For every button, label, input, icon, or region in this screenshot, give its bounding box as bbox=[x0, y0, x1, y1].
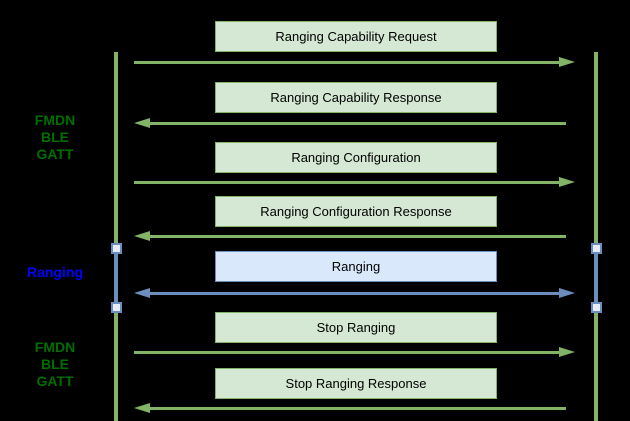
session-handle-left-start bbox=[110, 242, 122, 254]
ranging-session-bar-right bbox=[594, 248, 598, 307]
side-label-line: BLE bbox=[41, 129, 69, 145]
message-label: Stop Ranging bbox=[316, 320, 396, 335]
arrow-line bbox=[134, 60, 561, 64]
message-label: Ranging Configuration bbox=[291, 150, 421, 165]
message-arrow bbox=[134, 56, 575, 68]
arrow-line bbox=[148, 234, 566, 238]
message-arrow bbox=[134, 230, 566, 242]
arrowhead-right bbox=[559, 177, 575, 187]
message-box: Ranging Configuration bbox=[215, 142, 497, 173]
arrowhead-left bbox=[134, 231, 150, 241]
message-arrow bbox=[134, 346, 575, 358]
side-label-line: GATT bbox=[36, 146, 74, 162]
message-label: Ranging bbox=[331, 259, 381, 274]
message-label: Ranging Capability Request bbox=[275, 29, 437, 44]
message-box: Ranging Configuration Response bbox=[215, 196, 497, 227]
arrowhead-right bbox=[559, 347, 575, 357]
arrowhead-right bbox=[559, 57, 575, 67]
message-box: Stop Ranging bbox=[215, 312, 497, 343]
side-label-line: GATT bbox=[36, 373, 74, 389]
arrowhead-left bbox=[134, 118, 150, 128]
arrow-line bbox=[148, 121, 566, 125]
message-arrow bbox=[134, 287, 575, 299]
arrowhead-left bbox=[134, 403, 150, 413]
side-label-line: FMDN bbox=[34, 112, 76, 128]
arrow-line bbox=[148, 406, 566, 410]
ranging-session-bar-left bbox=[114, 248, 118, 307]
message-label: Ranging Configuration Response bbox=[260, 204, 452, 219]
side-label: Ranging bbox=[5, 264, 105, 281]
arrowhead-left bbox=[134, 288, 150, 298]
arrow-line bbox=[148, 291, 561, 295]
session-handle-right-end bbox=[590, 301, 602, 313]
session-handle-right-start bbox=[590, 242, 602, 254]
lifeline-left bbox=[114, 52, 118, 421]
message-box: Ranging Capability Response bbox=[215, 82, 497, 113]
arrow-line bbox=[134, 180, 561, 184]
message-arrow bbox=[134, 176, 575, 188]
message-label: Stop Ranging Response bbox=[285, 376, 427, 391]
message-box: Ranging bbox=[215, 251, 497, 282]
side-label-line: FMDN bbox=[34, 339, 76, 355]
message-label: Ranging Capability Response bbox=[270, 90, 442, 105]
message-arrow bbox=[134, 117, 566, 129]
side-label-line: BLE bbox=[41, 356, 69, 372]
side-label-line: Ranging bbox=[27, 264, 83, 280]
message-box: Stop Ranging Response bbox=[215, 368, 497, 399]
arrowhead-right bbox=[559, 288, 575, 298]
message-arrow bbox=[134, 402, 566, 414]
lifeline-right bbox=[594, 52, 598, 421]
arrow-line bbox=[134, 350, 561, 354]
message-box: Ranging Capability Request bbox=[215, 21, 497, 52]
session-handle-left-end bbox=[110, 301, 122, 313]
